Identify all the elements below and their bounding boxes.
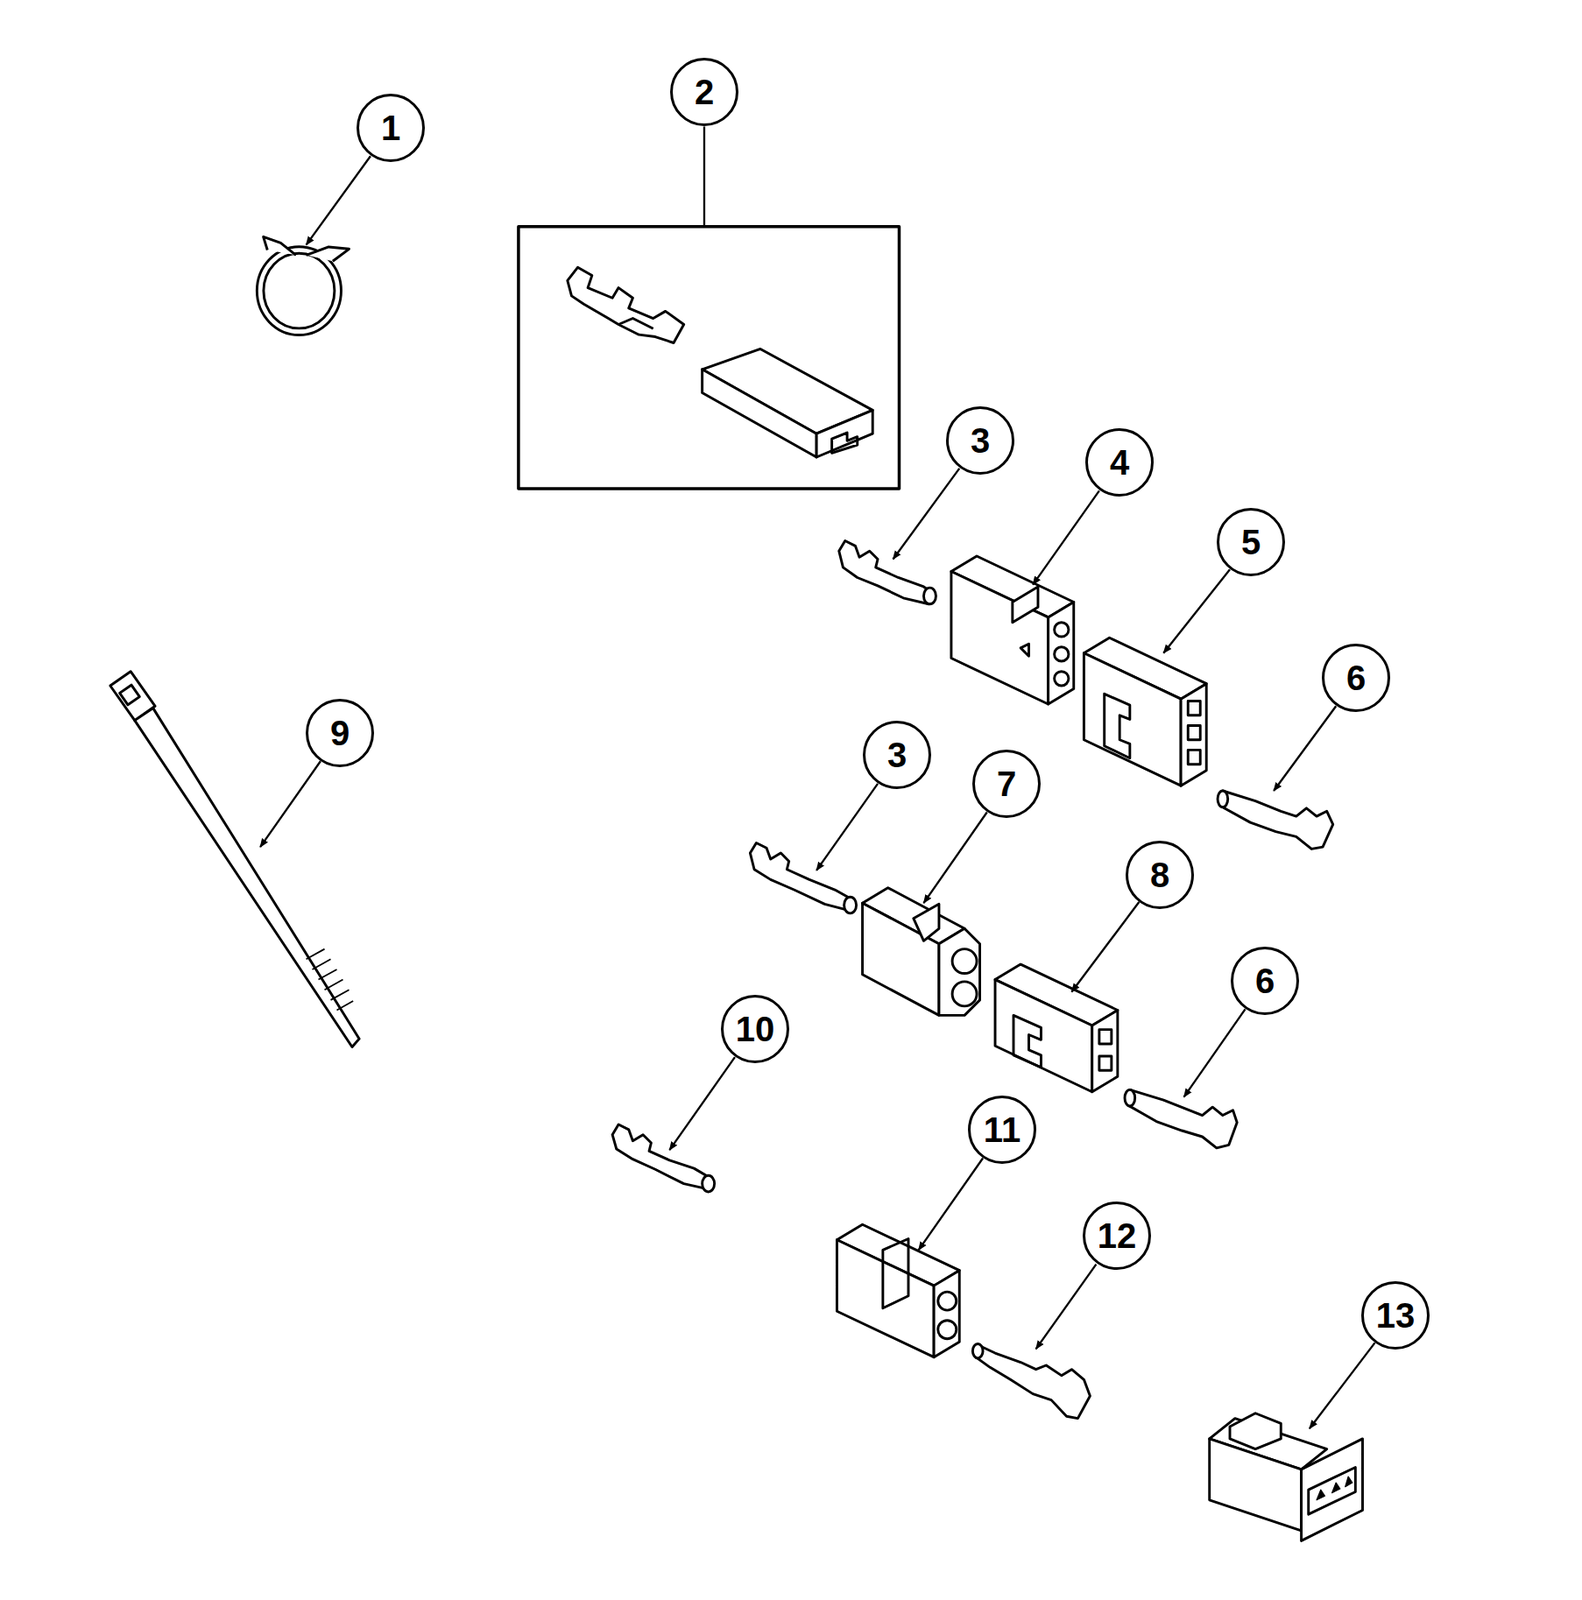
- connector-housing: [995, 964, 1118, 1093]
- pin-terminal: [839, 541, 937, 605]
- callout-number: 4: [1085, 428, 1154, 497]
- pin-terminal: [749, 842, 856, 913]
- callout-number: 5: [1216, 508, 1286, 577]
- callout-number: 3: [862, 720, 932, 790]
- callout-number: 3: [946, 406, 1015, 475]
- callout-number: 6: [1230, 946, 1300, 1016]
- male-pin: [972, 1344, 1090, 1420]
- kit-box: [518, 226, 900, 489]
- callout-number: 1: [356, 93, 425, 163]
- callout-number: 13: [1361, 1281, 1430, 1350]
- callout-number: 8: [1125, 840, 1194, 910]
- callout-number: 10: [720, 995, 790, 1064]
- callout-number: 11: [967, 1095, 1037, 1165]
- callout-number: 6: [1321, 643, 1391, 713]
- socket-terminal: [1217, 791, 1334, 849]
- callout-number: 12: [1082, 1201, 1152, 1271]
- socket-terminal: [1124, 1089, 1237, 1148]
- callout-number: 7: [972, 749, 1041, 819]
- leader-lines: [260, 126, 1375, 1429]
- connector-housing: [951, 556, 1074, 705]
- connector-housing: [862, 888, 981, 1017]
- callout-number: 2: [670, 57, 739, 127]
- connector-socket: [1209, 1413, 1364, 1542]
- connector-housing: [1083, 637, 1207, 786]
- callout-number: 9: [305, 699, 375, 768]
- terminal-kit: [567, 267, 873, 458]
- hose-clamp: [260, 236, 349, 332]
- connector-housing: [836, 1224, 960, 1357]
- pin-terminal: [612, 1124, 715, 1193]
